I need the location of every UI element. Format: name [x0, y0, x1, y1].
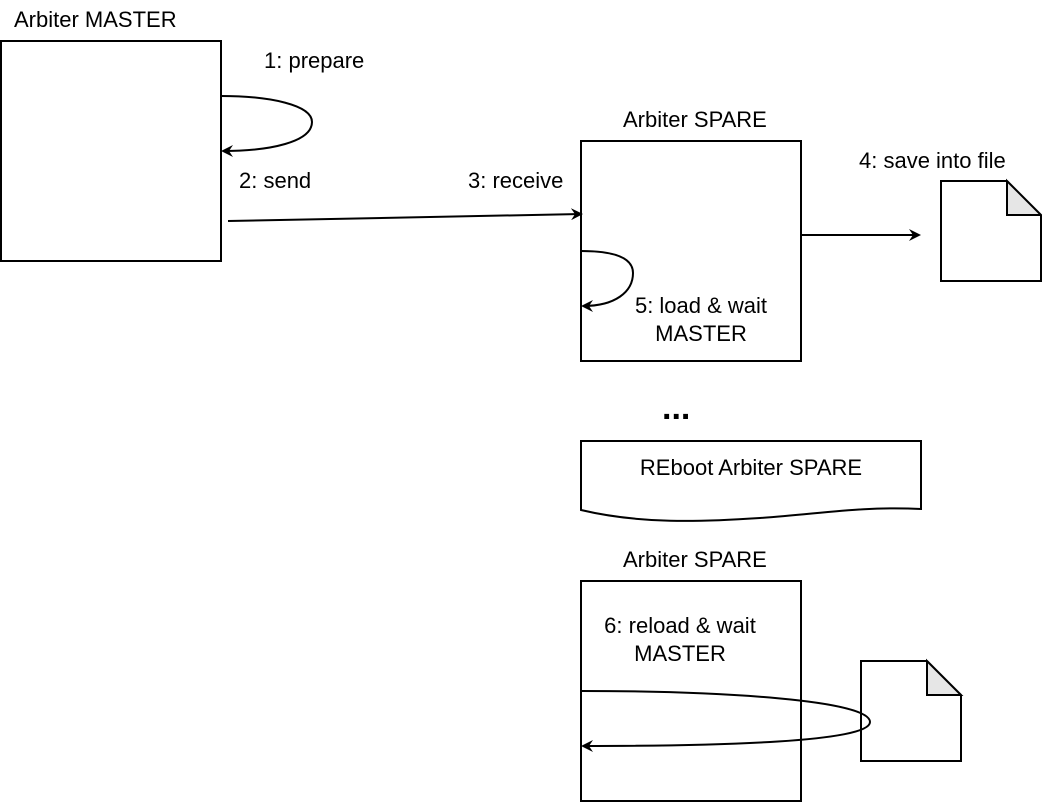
reboot-note-text: REboot Arbiter SPARE	[639, 455, 863, 480]
ellipsis: ...	[662, 389, 691, 427]
edge-send[interactable]	[227, 208, 583, 222]
edge-label-reload: 6: reload & wait MASTER	[604, 613, 756, 666]
edge-label-prepare: 1: prepare	[264, 48, 365, 73]
file-icon[interactable]	[940, 178, 1042, 282]
edge-label-receive: 3: receive	[468, 168, 564, 193]
edge-label-load: 5: load & wait MASTER	[634, 293, 768, 346]
edge-label-send: 2: send	[239, 168, 312, 193]
edge-label-save: 4: save into file	[859, 148, 1006, 173]
reboot-note-shape[interactable]	[580, 440, 922, 522]
arbiter-master-title: Arbiter MASTER	[14, 7, 177, 32]
arbiter-spare-title: Arbiter SPARE	[623, 107, 767, 132]
arbiter-spare-box[interactable]	[580, 140, 802, 362]
arbiter-spare-rebooted-title: Arbiter SPARE	[623, 547, 767, 572]
edge-load[interactable]	[580, 250, 635, 312]
edge-prepare[interactable]	[220, 95, 314, 157]
file-icon-saved[interactable]	[860, 658, 964, 762]
edge-reload[interactable]	[580, 690, 872, 752]
arbiter-master-box[interactable]	[0, 40, 222, 262]
